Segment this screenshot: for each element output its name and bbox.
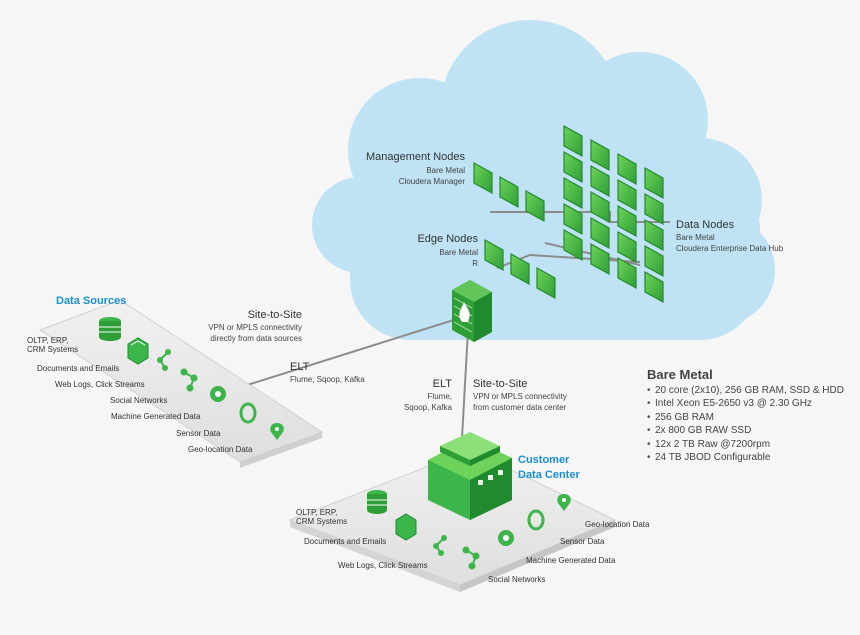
data-source-label-sensor: Sensor Data <box>176 429 221 438</box>
data-source-label-geo: Geo-location Data <box>188 445 253 454</box>
bare-metal-spec-item: 2x 800 GB RAW SSD <box>647 424 844 437</box>
geo-location-pin-icon <box>270 423 284 440</box>
data-node-block <box>563 228 583 262</box>
data-node-block <box>563 150 583 184</box>
sensor-icon <box>527 509 545 531</box>
customer-dc-title-line2: Data Center <box>518 469 580 481</box>
site-to-site-center-line1: VPN or MPLS connectivity <box>473 392 567 401</box>
customer-dc-icons <box>367 490 571 570</box>
management-nodes-line1: Bare Metal <box>426 166 465 175</box>
elt-center-line2: Sqoop, Kafka <box>403 403 452 412</box>
data-source-label-social: Social Networks <box>110 396 168 405</box>
web-logs-icon <box>433 535 447 556</box>
sensor-icon <box>239 402 257 424</box>
bare-metal-spec-item: 12x 2 TB Raw @7200rpm <box>647 438 844 451</box>
site-to-site-center-line2: from customer data center <box>473 403 567 412</box>
bare-metal-title: Bare Metal <box>647 367 713 382</box>
edge-nodes-line2: R <box>472 259 478 268</box>
data-source-label-weblogs: Web Logs, Click Streams <box>55 380 145 389</box>
edge-nodes-line1: Bare Metal <box>439 248 478 257</box>
dc-label-machine: Machine Generated Data <box>526 556 616 565</box>
dc-label-geo: Geo-location Data <box>585 520 650 529</box>
data-nodes-line1: Bare Metal <box>676 233 715 242</box>
bare-metal-spec-item: 24 TB JBOD Configurable <box>647 451 844 464</box>
bare-metal-spec-item: 20 core (2x10), 256 GB RAM, SSD & HDD <box>647 384 844 397</box>
data-node-block <box>644 192 664 226</box>
site-to-site-top-title: Site-to-Site <box>247 309 302 321</box>
bare-metal-spec-item: 256 GB RAM <box>647 411 844 424</box>
elt-left-line1: Flume, Sqoop, Kafka <box>290 375 365 384</box>
data-node-block <box>563 176 583 210</box>
database-icon <box>367 490 387 514</box>
data-node-block <box>617 178 637 212</box>
documents-icon <box>395 513 417 541</box>
elt-left-title: ELT <box>290 361 310 373</box>
dc-label-oltp: OLTP, ERP, CRM Systems <box>296 508 348 527</box>
data-node-block <box>644 218 664 252</box>
bare-metal-spec-item: Intel Xeon E5-2650 v3 @ 2.30 GHz <box>647 397 844 410</box>
social-networks-icon <box>180 368 198 392</box>
data-node-block <box>590 216 610 250</box>
edge-nodes-title: Edge Nodes <box>417 233 478 245</box>
data-source-icons <box>99 317 284 440</box>
customer-dc-platform <box>288 449 617 592</box>
site-to-site-top-line1: VPN or MPLS connectivity <box>208 323 302 332</box>
data-nodes-grid <box>563 124 664 304</box>
edge-nodes <box>484 238 556 300</box>
data-nodes-title: Data Nodes <box>676 219 735 231</box>
database-icon <box>99 317 121 341</box>
dc-label-weblogs: Web Logs, Click Streams <box>338 561 428 570</box>
data-sources-title: Data Sources <box>56 295 127 307</box>
geo-location-pin-icon <box>557 494 571 511</box>
dc-label-social: Social Networks <box>488 575 546 584</box>
site-to-site-top-line2: directly from data sources <box>210 334 302 343</box>
data-node-block <box>590 242 610 276</box>
data-center-building-icon <box>428 432 512 520</box>
data-node-block <box>590 164 610 198</box>
management-nodes <box>473 161 545 223</box>
data-source-label-documents: Documents and Emails <box>37 364 120 373</box>
social-networks-icon <box>462 546 480 570</box>
site-to-site-center-title: Site-to-Site <box>473 378 528 390</box>
data-node-block <box>617 256 637 290</box>
data-node-block <box>644 166 664 200</box>
data-nodes-line2: Cloudera Enterprise Data Hub <box>676 244 784 253</box>
data-node-block <box>617 204 637 238</box>
dc-label-sensor: Sensor Data <box>560 537 605 546</box>
web-logs-icon <box>157 349 171 371</box>
data-node-block <box>617 230 637 264</box>
bare-metal-spec-list: 20 core (2x10), 256 GB RAM, SSD & HDD In… <box>647 384 844 464</box>
data-node-block <box>590 138 610 172</box>
data-node-block <box>644 270 664 304</box>
data-source-label-machine: Machine Generated Data <box>111 412 201 421</box>
customer-dc-title-line1: Customer <box>518 454 570 466</box>
data-node-block <box>563 202 583 236</box>
elt-center-title: ELT <box>432 378 452 390</box>
firewall-icon <box>452 280 492 342</box>
dc-label-documents: Documents and Emails <box>304 537 387 546</box>
elt-center-line1: Flume, <box>427 392 452 401</box>
data-node-block <box>644 244 664 278</box>
machine-data-gear-icon <box>498 530 514 546</box>
machine-data-gear-icon <box>210 386 226 402</box>
documents-icon <box>127 337 149 365</box>
data-source-label-oltp: OLTP, ERP, CRM Systems <box>27 336 79 355</box>
data-node-block <box>590 190 610 224</box>
management-nodes-title: Management Nodes <box>365 151 465 163</box>
data-node-block <box>617 152 637 186</box>
data-node-block <box>563 124 583 158</box>
management-nodes-line2: Cloudera Manager <box>398 177 465 186</box>
